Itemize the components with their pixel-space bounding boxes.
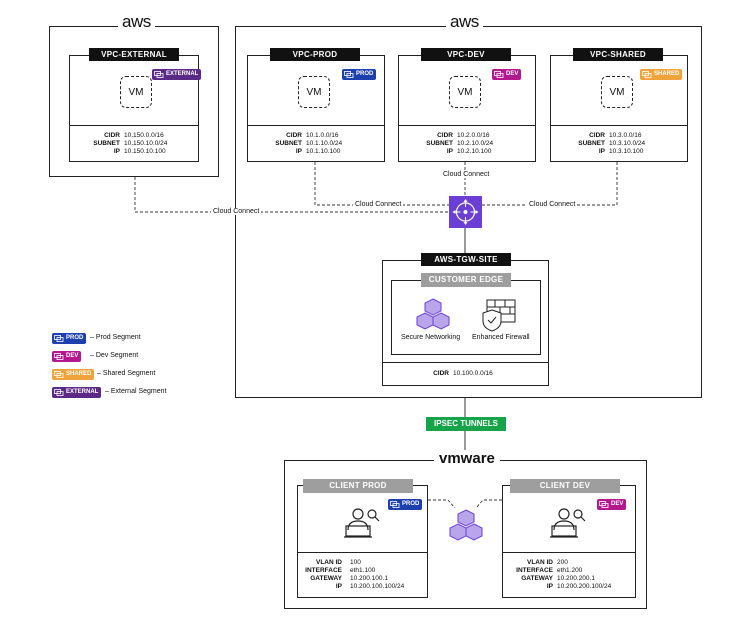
segment-icon bbox=[154, 71, 164, 78]
cloud-connect-label-external: Cloud Connect bbox=[211, 208, 262, 215]
prod-segment-badge: PROD bbox=[342, 69, 377, 80]
aws-logo: aws bbox=[446, 12, 483, 32]
vpc-shared-header: VPC-SHARED bbox=[573, 48, 663, 61]
transit-gateway-icon bbox=[449, 196, 482, 228]
segment-icon bbox=[54, 389, 64, 396]
dev-segment-badge: DEV bbox=[52, 351, 82, 362]
shared-segment-badge: SHARED bbox=[52, 369, 95, 380]
vpc-dev-header: VPC-DEV bbox=[421, 48, 511, 61]
divider bbox=[69, 125, 199, 126]
vm-icon: VM bbox=[449, 76, 481, 108]
ipsec-tunnels-badge: IPSEC TUNNELS bbox=[426, 417, 506, 431]
segment-icon bbox=[54, 353, 64, 360]
divider bbox=[502, 552, 636, 553]
vpc-prod-header: VPC-PROD bbox=[270, 48, 360, 61]
aws-tgw-site-header: AWS-TGW-SITE bbox=[421, 253, 511, 266]
divider bbox=[247, 125, 385, 126]
divider bbox=[297, 552, 428, 553]
secure-networking-icon bbox=[415, 297, 451, 333]
divider bbox=[550, 125, 688, 126]
segment-icon bbox=[599, 501, 609, 508]
aws-logo: aws bbox=[118, 12, 155, 32]
vpc-external-header: VPC-EXTERNAL bbox=[89, 48, 179, 61]
cloud-connect-label-dev: Cloud Connect bbox=[441, 171, 492, 178]
segment-icon bbox=[54, 335, 64, 342]
segment-icon bbox=[642, 71, 652, 78]
external-segment-badge: EXTERNAL bbox=[152, 69, 202, 80]
enhanced-firewall-label: Enhanced Firewall bbox=[472, 334, 530, 341]
vm-icon: VM bbox=[120, 76, 152, 108]
segment-icon bbox=[54, 371, 64, 378]
divider bbox=[398, 125, 536, 126]
divider bbox=[382, 362, 549, 363]
shared-segment-badge: SHARED bbox=[640, 69, 683, 80]
prod-segment-badge: PROD bbox=[52, 333, 87, 344]
secure-mesh-icon bbox=[448, 508, 484, 544]
secure-networking-label: Secure Networking bbox=[401, 334, 461, 341]
customer-edge-box bbox=[391, 280, 541, 355]
cloud-connect-label-shared: Cloud Connect bbox=[527, 201, 578, 208]
vm-icon: VM bbox=[601, 76, 633, 108]
client-prod-header: CLIENT PROD bbox=[303, 479, 413, 493]
dev-segment-badge: DEV bbox=[492, 69, 522, 80]
external-segment-badge: EXTERNAL bbox=[52, 387, 102, 398]
customer-edge-header: CUSTOMER EDGE (CE) bbox=[421, 273, 511, 298]
vm-icon: VM bbox=[298, 76, 330, 108]
segment-icon bbox=[494, 71, 504, 78]
client-dev-header: CLIENT DEV bbox=[510, 479, 620, 493]
vmware-logo: vmware bbox=[434, 450, 500, 468]
segment-icon bbox=[344, 71, 354, 78]
cloud-connect-label-prod: Cloud Connect bbox=[353, 201, 404, 208]
segment-icon bbox=[390, 501, 400, 508]
dev-segment-badge: DEV bbox=[597, 499, 627, 510]
firewall-icon bbox=[481, 298, 517, 332]
prod-segment-badge: PROD bbox=[388, 499, 423, 510]
user-workstation-icon bbox=[550, 506, 586, 540]
user-workstation-icon bbox=[344, 506, 380, 540]
